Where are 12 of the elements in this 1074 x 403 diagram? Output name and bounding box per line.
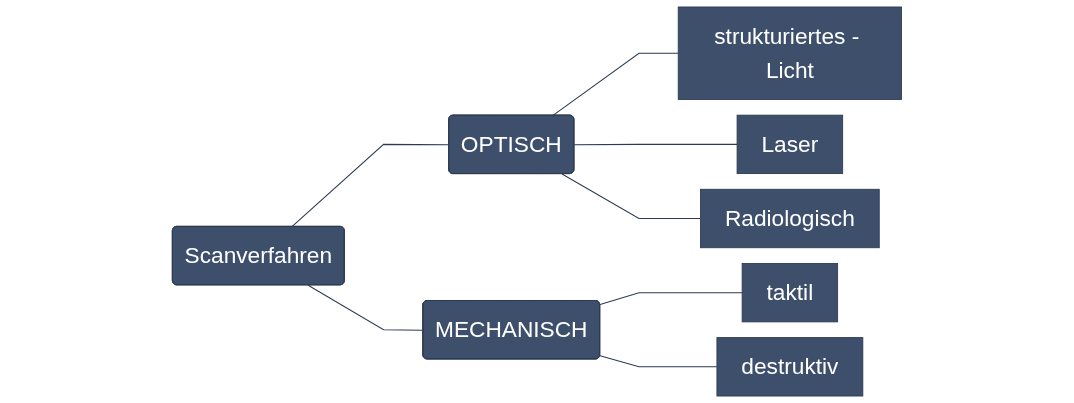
connector xyxy=(307,284,424,331)
node-box: destruktiv xyxy=(716,337,864,397)
connector xyxy=(599,292,743,306)
connector xyxy=(561,173,702,220)
connector xyxy=(599,355,718,368)
node-box: Laser xyxy=(736,114,844,175)
connector xyxy=(573,143,738,146)
connector xyxy=(552,52,679,117)
node-box: Radiologisch xyxy=(700,188,880,249)
node-box: strukturiertes - Licht xyxy=(677,6,902,100)
connector xyxy=(291,143,450,228)
node-box: taktil xyxy=(741,263,839,323)
